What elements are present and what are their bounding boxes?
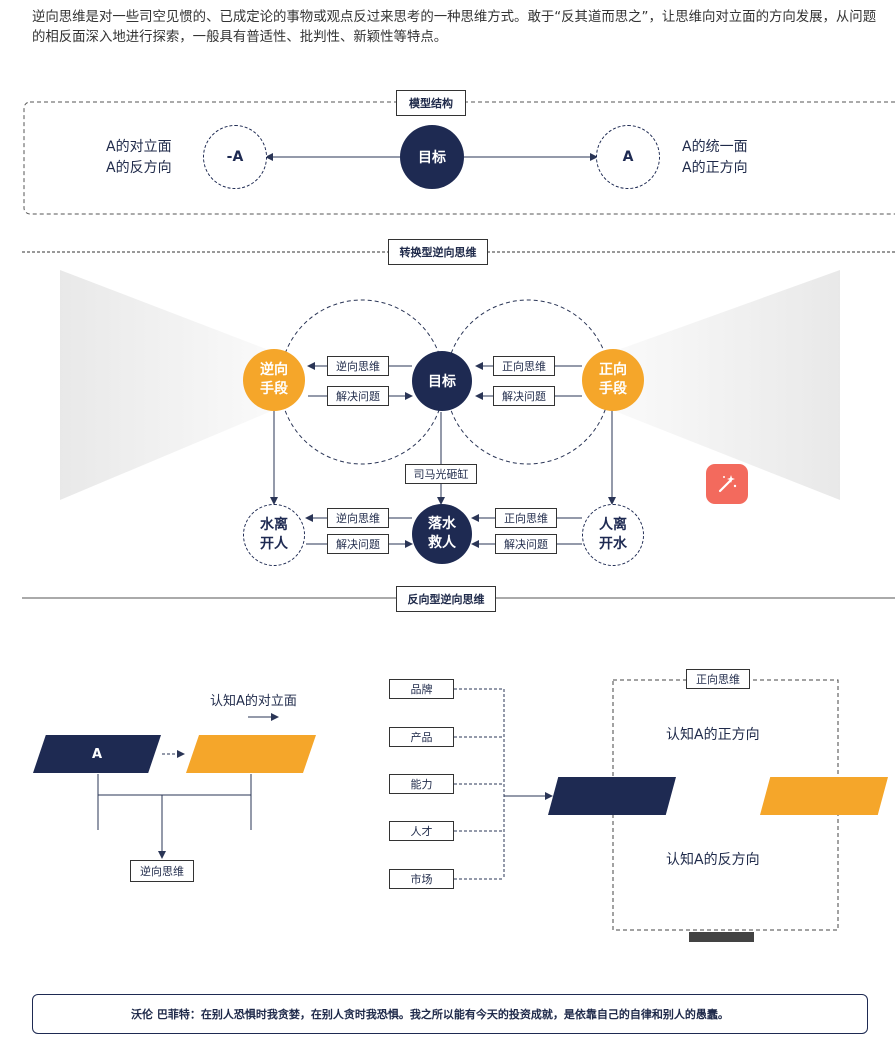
reverse-section-label: 反向型逆向思维 (396, 586, 496, 612)
reverse-means-line-2: 手段 (260, 381, 288, 397)
positive-group-label: 正向思维 (686, 669, 750, 689)
input-talent: 人才 (389, 821, 454, 841)
beam-right (612, 270, 840, 500)
label-bottom-left-reverse: 逆向思维 (327, 508, 389, 528)
person-leave-line-2: 开水 (599, 536, 627, 552)
label-top-right-solve: 解决问题 (493, 386, 555, 406)
shape-a: A (33, 735, 161, 773)
input-brand: 品牌 (389, 679, 454, 699)
left-text-line-1: A的对立面 (106, 139, 172, 155)
label-bottom-left-solve: 解决问题 (327, 534, 389, 554)
label-top-left-reverse: 逆向思维 (327, 356, 389, 376)
shape-positive (760, 777, 888, 815)
quote-box: 沃伦 巴菲特：在别人恐惧时我贪婪，在别人贪时我恐惧。我之所以能有今天的投资成就，… (32, 994, 868, 1034)
text-negative-direction: 认知A的反方向 (666, 852, 760, 868)
water-leave-line-1: 水离 (260, 517, 288, 533)
base-bar (689, 932, 754, 942)
magic-wand-icon (718, 475, 737, 493)
shape-opposite (186, 735, 316, 773)
text-positive-direction: 认知A的正方向 (666, 727, 760, 743)
node-water-leave: 水离 开人 (243, 504, 305, 566)
node-goal-conversion: 目标 (412, 351, 472, 411)
node-neg-a: -A (203, 125, 267, 189)
rescue-line-1: 落水 (428, 516, 456, 532)
forward-means-line-1: 正向 (599, 362, 627, 378)
label-reverse-thinking: 逆向思维 (130, 860, 194, 882)
label-know-opposite: 认知A的对立面 (210, 694, 297, 709)
model-section-label: 模型结构 (396, 90, 466, 116)
label-sima-guang: 司马光砸缸 (405, 464, 477, 484)
node-forward-means: 正向 手段 (582, 349, 644, 411)
label-top-left-solve: 解决问题 (327, 386, 389, 406)
right-text-line-2: A的正方向 (682, 160, 748, 176)
model-right-text: A的统一面 A的正方向 (682, 137, 748, 179)
input-ability: 能力 (389, 774, 454, 794)
forward-means-line-2: 手段 (599, 381, 627, 397)
quote-text: 沃伦 巴菲特：在别人恐惧时我贪婪，在别人贪时我恐惧。我之所以能有今天的投资成就，… (131, 1008, 729, 1021)
right-text-line-1: A的统一面 (682, 139, 748, 155)
label-bottom-right-solve: 解决问题 (495, 534, 557, 554)
input-product: 产品 (389, 727, 454, 747)
left-text-line-2: A的反方向 (106, 160, 172, 176)
node-a: A (596, 125, 660, 189)
shape-input-target (548, 777, 676, 815)
label-top-right-forward: 正向思维 (493, 356, 555, 376)
label-bottom-right-forward: 正向思维 (495, 508, 557, 528)
rescue-line-2: 救人 (428, 535, 456, 551)
node-reverse-means: 逆向 手段 (243, 349, 305, 411)
beam-left (60, 270, 274, 500)
person-leave-line-1: 人离 (599, 517, 627, 533)
node-goal-model: 目标 (400, 125, 464, 189)
reverse-means-line-1: 逆向 (260, 362, 288, 378)
magic-wand-fab[interactable] (706, 464, 748, 504)
water-leave-line-2: 开人 (260, 536, 288, 552)
node-person-leave: 人离 开水 (582, 504, 644, 566)
input-market: 市场 (389, 869, 454, 889)
conversion-section-label: 转换型逆向思维 (388, 239, 488, 265)
model-left-text: A的对立面 A的反方向 (106, 137, 172, 179)
intro-text: 逆向思维是对一些司空见惯的、已成定论的事物或观点反过来思考的一种思维方式。敢于“… (32, 10, 877, 45)
node-rescue: 落水 救人 (412, 504, 472, 564)
